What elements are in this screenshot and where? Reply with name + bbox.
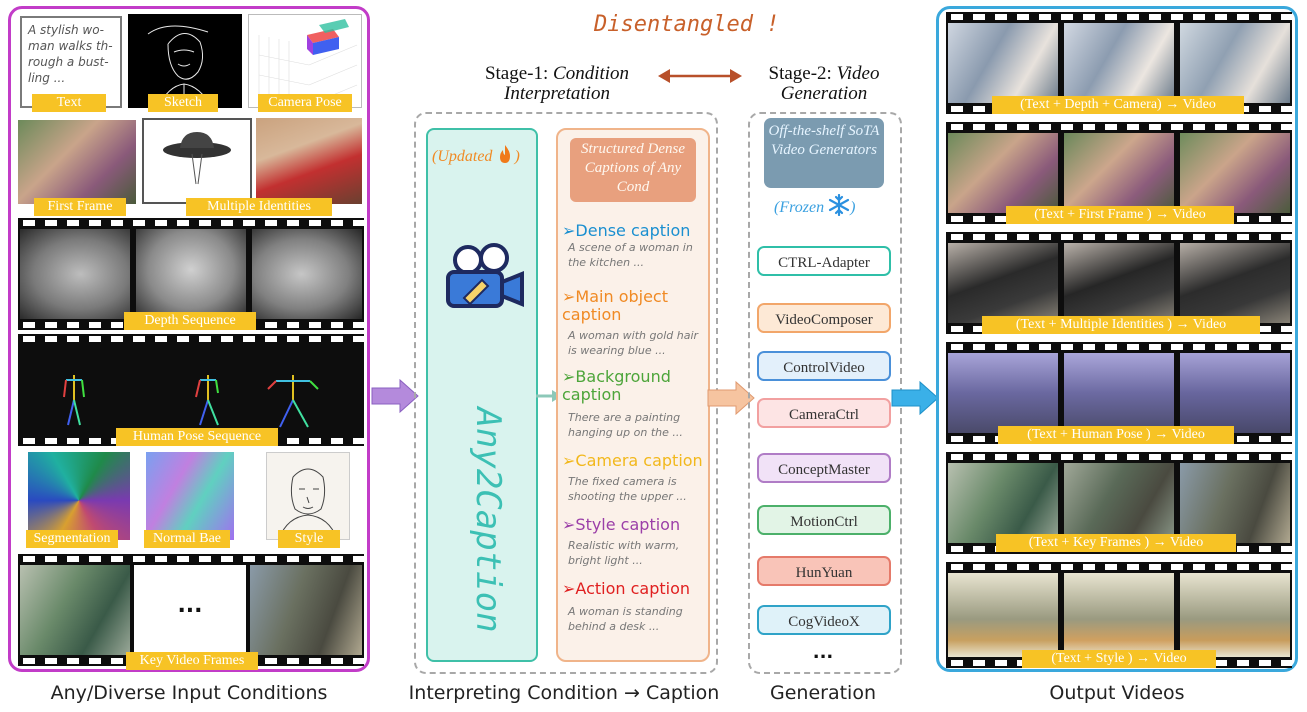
output-videos-panel <box>936 6 1298 672</box>
arrow-generators-to-output <box>891 380 939 416</box>
title-output-videos: Output Videos <box>1049 682 1185 704</box>
caption-dense-body: A scene of a woman in the kitchen ... <box>568 241 693 269</box>
output-label-human-pose: (Text + Human Pose ) → Video <box>998 426 1234 444</box>
label-multiple-identities: Multiple Identities <box>186 198 332 216</box>
structured-captions-box <box>556 128 710 662</box>
output-label-depth-camera: (Text + Depth + Camera) → Video <box>992 96 1244 114</box>
first-frame-image <box>18 120 136 204</box>
disentangled-text: Disentangled ! <box>594 12 780 37</box>
normal-bae-image <box>146 452 234 540</box>
caption-action-body: A woman is standing behind a desk ... <box>568 605 683 633</box>
label-human-pose-sequence: Human Pose Sequence <box>116 428 278 446</box>
label-normal-bae: Normal Bae <box>144 530 230 548</box>
any2caption-title: Any2Caption <box>468 407 508 633</box>
generator-ctrl-adapter: CTRL-Adapter <box>757 246 891 276</box>
output-label-key-frames: (Text + Key Frames ) → Video <box>996 534 1236 552</box>
generators-header: Off-the-shelf SoTA Video Generators <box>764 118 884 188</box>
caption-dense-head: ➢Dense caption <box>562 221 691 240</box>
label-style: Style <box>278 530 340 548</box>
generator-conceptmaster: ConceptMaster <box>757 453 891 483</box>
output-label-style: (Text + Style ) → Video <box>1022 650 1216 668</box>
disentangle-double-arrow <box>658 69 742 83</box>
title-input-conditions: Any/Diverse Input Conditions <box>50 682 328 704</box>
style-portrait <box>278 468 338 540</box>
stage1-title: Stage-1: Condition Interpretation <box>484 63 630 104</box>
output-label-identities: (Text + Multiple Identities ) → Video <box>982 316 1260 334</box>
snowflake-icon <box>828 193 850 221</box>
label-segmentation: Segmentation <box>26 530 118 548</box>
output-label-first-frame: (Text + First Frame ) → Video <box>1006 206 1234 224</box>
caption-background-body: There are a painting hanging up on the .… <box>568 411 683 439</box>
identity-image-hat <box>142 118 252 204</box>
video-camera-icon <box>446 243 524 308</box>
generator-controlvideo: ControlVideo <box>757 351 891 381</box>
stage2-title: Stage-2: Video Generation <box>768 63 880 104</box>
caption-main-object-head: ➢Main object caption <box>562 287 668 324</box>
segmentation-image <box>28 452 130 540</box>
camera-pose-image <box>248 14 362 108</box>
label-depth-sequence: Depth Sequence <box>124 312 256 330</box>
generators-ellipsis: ... <box>812 642 834 663</box>
caption-action-head: ➢Action caption <box>562 579 691 598</box>
caption-style-head: ➢Style caption <box>562 515 681 534</box>
updated-badge: (Updated ) <box>432 144 520 169</box>
generator-videocomposer: VideoComposer <box>757 303 891 333</box>
generator-hunyuan: HunYuan <box>757 556 891 586</box>
any2caption-module: (Updated ) Any2Caption <box>426 128 538 662</box>
generator-cogvideox: CogVideoX <box>757 605 891 635</box>
label-camera-pose: Camera Pose <box>258 94 352 112</box>
identity-image-person <box>256 118 362 204</box>
title-generation: Generation <box>770 682 876 704</box>
label-first-frame: First Frame <box>34 198 126 216</box>
label-key-video-frames: Key Video Frames <box>126 652 258 670</box>
caption-style-body: Realistic with warm, bright light ... <box>568 539 680 567</box>
generator-motionctrl: MotionCtrl <box>757 505 891 535</box>
text-condition-box: A stylish wo- man walks th- rough a bust… <box>20 16 122 108</box>
key-frames-ellipsis: ... <box>177 593 203 618</box>
caption-background-head: ➢Background caption <box>562 367 671 404</box>
sketch-image <box>128 14 242 109</box>
structured-captions-header: Structured Dense Captions of Any Cond <box>570 138 696 202</box>
caption-main-object-body: A woman with gold hair is wearing blue .… <box>568 329 699 357</box>
arrow-captions-to-generators <box>707 380 755 416</box>
generator-cameractrl: CameraCtrl <box>757 398 891 428</box>
style-image <box>266 452 350 540</box>
label-text: Text <box>32 94 106 112</box>
hat-drawing <box>163 132 231 185</box>
pose-skeletons <box>63 375 319 428</box>
depth-sequence-film <box>18 218 364 330</box>
caption-camera-head: ➢Camera caption <box>562 451 703 470</box>
key-frames-film: ... <box>18 554 364 666</box>
caption-camera-body: The fixed camera is shooting the upper .… <box>568 475 687 503</box>
label-sketch: Sketch <box>148 94 218 112</box>
frozen-badge: (Frozen ) <box>774 193 855 221</box>
fire-icon <box>496 144 514 169</box>
text-condition-sample: A stylish wo- man walks th- rough a bust… <box>28 23 113 85</box>
title-interpreting: Interpreting Condition → Caption <box>408 682 720 704</box>
arrow-input-to-model <box>371 378 419 414</box>
